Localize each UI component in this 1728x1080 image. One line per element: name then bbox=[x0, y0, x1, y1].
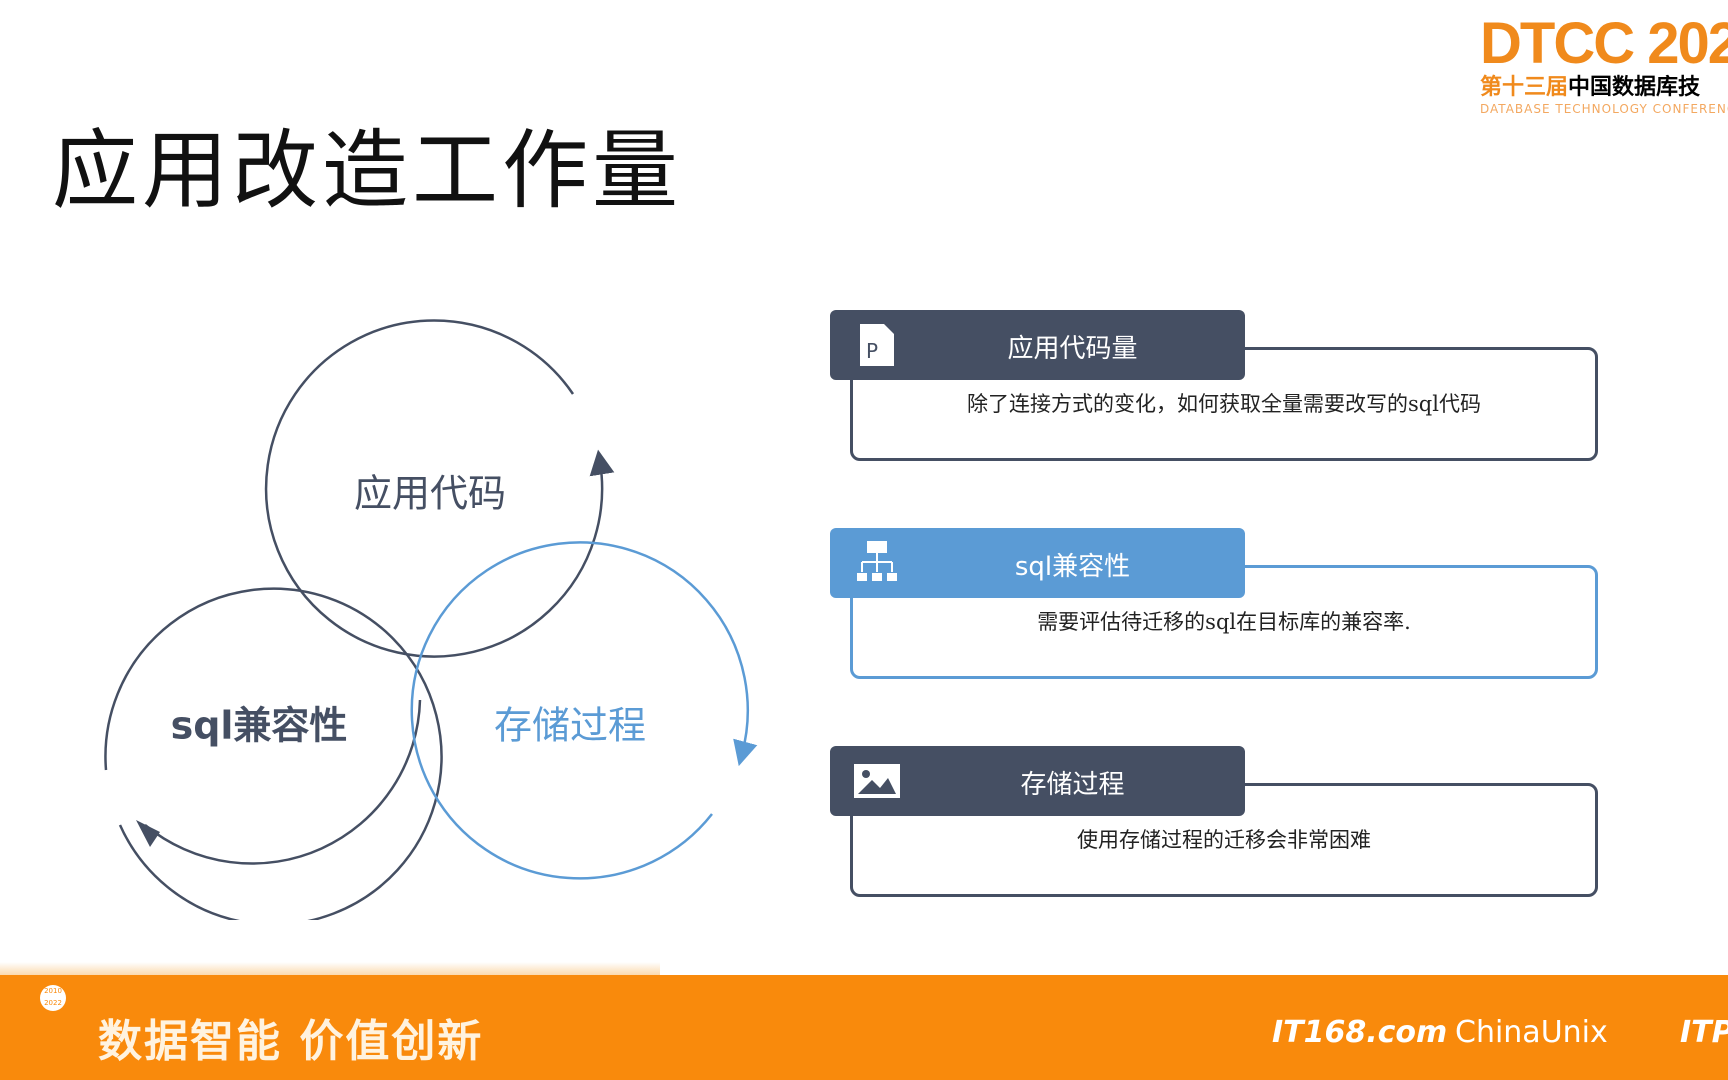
card-text: 除了连接方式的变化，如何获取全量需要改写的sql代码 bbox=[967, 392, 1481, 416]
venn-label-proc: 存储过程 bbox=[493, 703, 647, 748]
arrow-sql bbox=[136, 820, 160, 847]
circle-sql bbox=[104, 587, 443, 920]
circle-proc bbox=[410, 541, 758, 880]
card-text: 使用存储过程的迁移会非常困难 bbox=[1077, 828, 1371, 852]
venn-diagram: 应用代码 sql兼容性 存储过程 bbox=[0, 300, 780, 920]
sponsor-chinaunix: ChinaUnix bbox=[1455, 1015, 1608, 1050]
footer-slogan: 数据智能 价值创新 bbox=[98, 1016, 484, 1067]
venn-label-sql: sql兼容性 bbox=[170, 703, 348, 748]
logo-sub-orange: 第十三届 bbox=[1480, 75, 1569, 100]
sponsor-it168: IT168.com bbox=[1272, 1015, 1448, 1050]
svg-text:P: P bbox=[866, 339, 878, 363]
card-title: 存储过程 bbox=[1020, 770, 1125, 800]
logo-english: DATABASE TECHNOLOGY CONFERENC bbox=[1480, 102, 1728, 116]
footer-strip bbox=[0, 962, 660, 976]
venn-shapes bbox=[104, 319, 758, 920]
sponsor-itp: ITP bbox=[1680, 1015, 1728, 1050]
circle-app-code bbox=[264, 319, 615, 658]
logo-main: DTCC 202 bbox=[1480, 11, 1728, 76]
logo-sub-dark: 中国数据库技 bbox=[1568, 75, 1701, 100]
card-title: 应用代码量 bbox=[1007, 334, 1138, 364]
anniversary-badge: 2010 2022 bbox=[40, 985, 66, 1011]
slide-title: 应用改造工作量 bbox=[52, 121, 682, 221]
footer-banner bbox=[0, 975, 1728, 1080]
document-p-icon: P bbox=[860, 324, 894, 366]
card-text: 需要评估待迁移的sql在目标库的兼容率. bbox=[1037, 610, 1411, 634]
venn-label-app-code: 应用代码 bbox=[353, 471, 507, 516]
card-title: sql兼容性 bbox=[1014, 552, 1131, 582]
image-icon bbox=[854, 764, 900, 798]
dtcc-logo: DTCC 202 第十三届中国数据库技 DATABASE TECHNOLOGY … bbox=[1480, 11, 1728, 117]
org-chart-icon bbox=[857, 541, 897, 581]
